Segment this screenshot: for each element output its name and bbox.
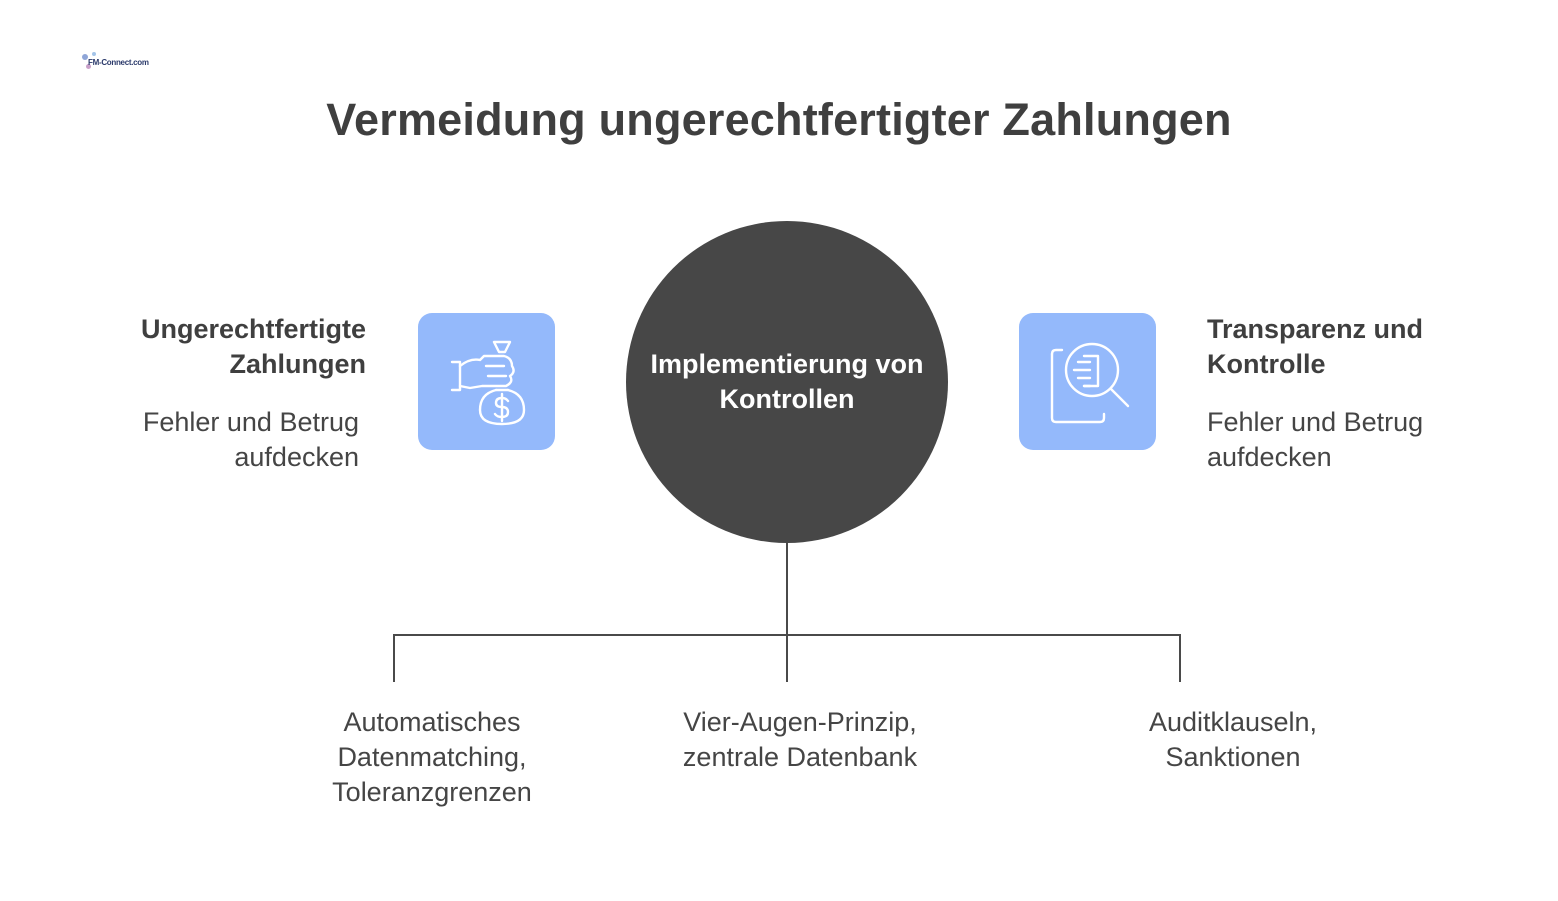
right-heading: Transparenz und Kontrolle [1207,314,1424,379]
right-description: Fehler und Betrug aufdecken [1207,407,1424,472]
branch-label-right: Auditklauseln, Sanktionen [1148,707,1318,772]
left-heading: Ungerechtfertigte Zahlungen [140,314,366,379]
left-description: Fehler und Betrug aufdecken [142,407,359,472]
document-search-icon [1050,342,1129,423]
center-circle: Implementierung von Kontrollen [626,221,948,543]
right-icon-box [1019,313,1156,450]
branch-label-left: Automatisches Datenmatching, Toleranzgre… [332,707,532,807]
left-icon-box [418,313,555,450]
page-title: Vermeidung ungerechtfertigter Zahlungen [326,94,1232,145]
branch-label-center: Vier-Augen-Prinzip, zentrale Datenbank [682,707,918,772]
logo-text: FM-Connect.com [88,58,149,67]
money-bag-hand-icon [450,340,525,425]
logo: FM-Connect.com [80,50,149,76]
center-label: Implementierung von Kontrollen [650,349,924,414]
